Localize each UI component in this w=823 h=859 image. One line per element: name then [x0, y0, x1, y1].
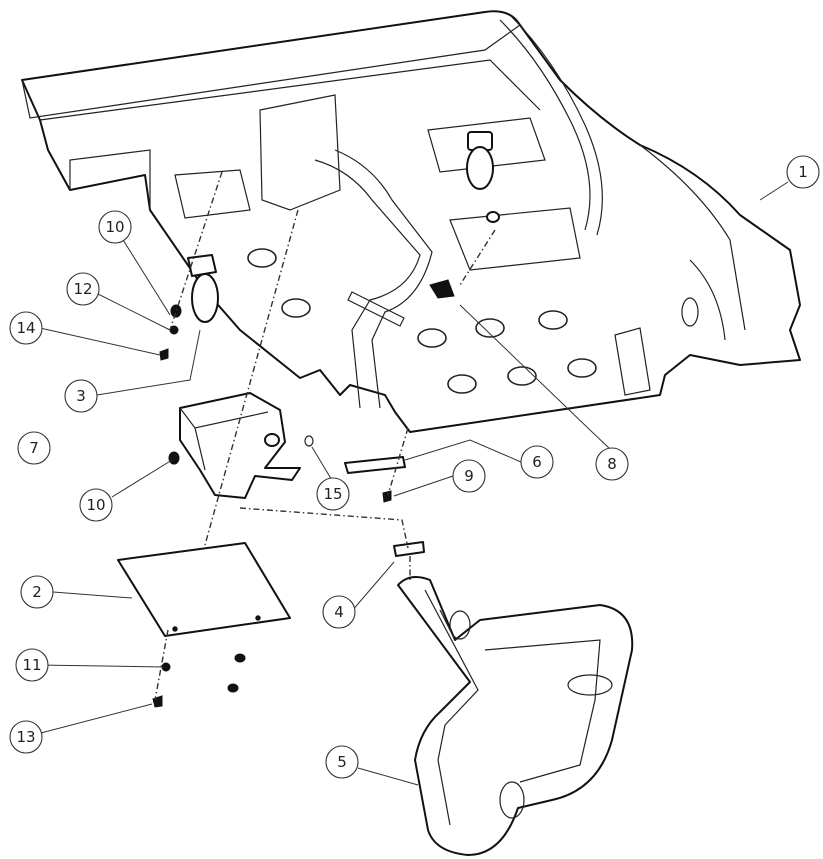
callout-7: 7 — [17, 431, 51, 465]
fasteners — [152, 279, 455, 708]
callout-11: 11 — [15, 648, 49, 682]
svg-text:10: 10 — [86, 496, 105, 514]
svg-text:2: 2 — [32, 583, 42, 601]
cover-plate — [117, 542, 291, 637]
callout-2: 2 — [20, 575, 54, 609]
svg-text:15: 15 — [323, 485, 342, 503]
svg-text:6: 6 — [532, 453, 542, 471]
svg-text:11: 11 — [22, 656, 41, 674]
svg-text:1: 1 — [798, 163, 808, 181]
svg-text:5: 5 — [337, 753, 347, 771]
callout-5: 5 — [325, 745, 359, 779]
leader-lines — [36, 181, 789, 786]
callout-8: 8 — [595, 447, 629, 481]
callout-14: 14 — [9, 311, 43, 345]
svg-text:9: 9 — [464, 467, 474, 485]
svg-text:14: 14 — [16, 319, 35, 337]
bracket — [179, 392, 301, 499]
svg-text:10: 10 — [105, 218, 124, 236]
svg-text:3: 3 — [76, 387, 86, 405]
callout-10-upper: 10 — [98, 210, 132, 244]
caster-wheel — [187, 254, 219, 323]
callout-3: 3 — [64, 379, 98, 413]
base-housing — [21, 10, 801, 433]
callout-4: 4 — [322, 595, 356, 629]
callout-12: 12 — [66, 272, 100, 306]
callout-15: 15 — [316, 477, 350, 511]
svg-text:7: 7 — [29, 439, 39, 457]
clip — [393, 541, 425, 557]
svg-text:12: 12 — [73, 280, 92, 298]
callout-13: 13 — [9, 720, 43, 754]
callout-9: 9 — [452, 459, 486, 493]
strap-bar — [344, 456, 406, 474]
svg-text:8: 8 — [607, 455, 617, 473]
tube-frame — [397, 575, 634, 856]
callout-10-lower: 10 — [79, 488, 113, 522]
callout-6: 6 — [520, 445, 554, 479]
callout-1: 1 — [786, 155, 820, 189]
svg-text:4: 4 — [334, 603, 344, 621]
assembly-lines — [154, 171, 496, 701]
svg-text:13: 13 — [16, 728, 35, 746]
